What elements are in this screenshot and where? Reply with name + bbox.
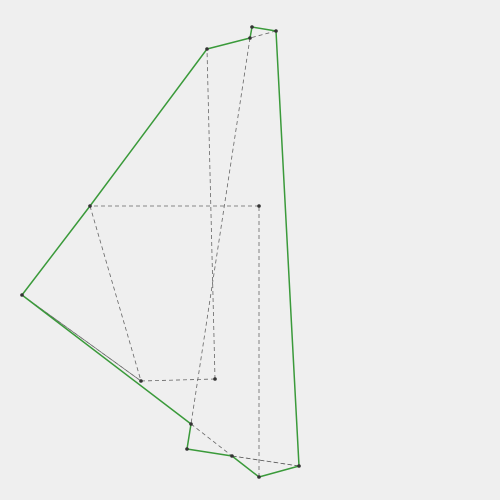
vertex-point (189, 422, 193, 426)
dashed-segment (190, 37, 251, 425)
vertex-point (257, 204, 261, 208)
vertex-point (213, 377, 217, 381)
dashed-segment (89, 205, 142, 382)
dashed-segment (140, 378, 216, 382)
vertex-point (297, 464, 301, 468)
hull-edge (206, 37, 251, 50)
hull-edge (89, 48, 208, 207)
vertex-point (205, 47, 209, 51)
dashed-segment (231, 455, 300, 467)
dashed-segment (206, 48, 216, 380)
vertex-point (20, 293, 24, 297)
hull-edge (21, 294, 192, 425)
hull-edge (21, 205, 91, 296)
hull-polygon-layer (21, 26, 300, 478)
hull-edge (186, 423, 192, 450)
hull-edge (231, 455, 260, 478)
vertex-layer (20, 25, 301, 479)
dashed-segment (190, 423, 233, 457)
vertex-point (257, 475, 261, 479)
vertex-point (88, 204, 92, 208)
vertex-point (274, 29, 278, 33)
vertex-point (230, 454, 234, 458)
hull-edge (258, 465, 300, 478)
hull-edge (249, 26, 253, 39)
vertex-point (250, 25, 254, 29)
hull-edge (275, 30, 300, 467)
vertex-point (185, 447, 189, 451)
hull-edge (251, 26, 277, 32)
dashed-segment (249, 30, 277, 39)
hull-edge (186, 448, 233, 457)
vertex-point (248, 36, 252, 40)
dashed-path-layer (21, 30, 300, 478)
vertex-point (139, 379, 143, 383)
dashed-segment (231, 455, 300, 467)
